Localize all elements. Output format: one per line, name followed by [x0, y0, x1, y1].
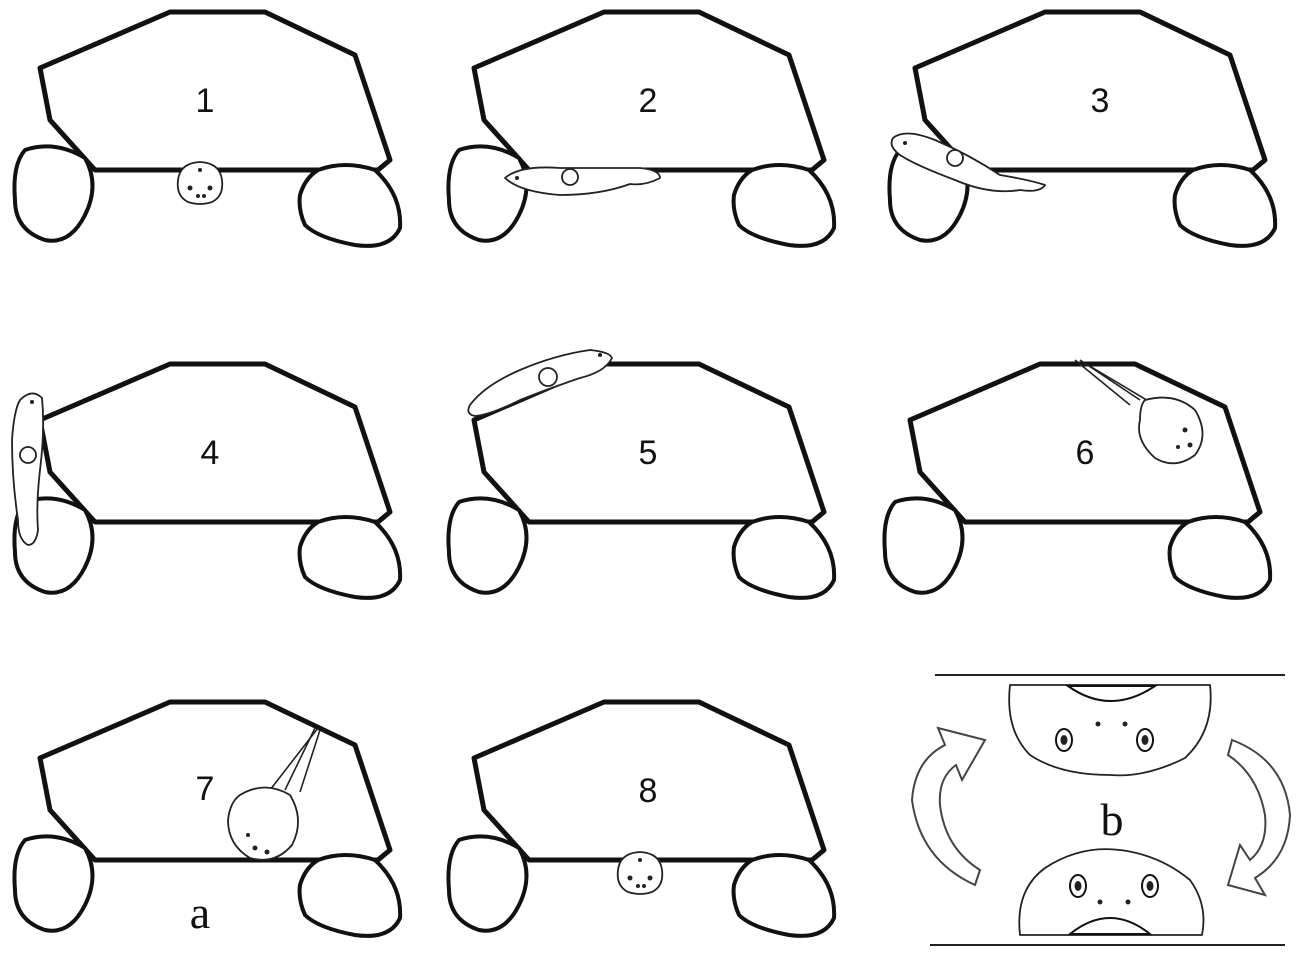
head-upside-down — [1009, 685, 1211, 775]
frame-4: 4 — [12, 364, 400, 598]
panel-b: b — [912, 675, 1290, 945]
fish-head-front-view — [618, 852, 663, 894]
frame-1: 1 — [14, 12, 400, 246]
frame-number-7: 7 — [196, 770, 215, 808]
head-upright — [1019, 849, 1203, 935]
panel-label-b: b — [1101, 794, 1124, 845]
frame-number-8: 8 — [639, 772, 658, 810]
frame-number-2: 2 — [639, 82, 658, 120]
frame-number-3: 3 — [1091, 82, 1110, 120]
panel-label-a: a — [190, 887, 210, 938]
frame-2: 2 — [448, 12, 834, 246]
fish-head-front-view — [178, 162, 223, 204]
frame-6: 6 — [884, 360, 1270, 598]
frame-number-4: 4 — [201, 434, 220, 472]
frame-number-6: 6 — [1076, 434, 1095, 472]
frame-5: 5 — [448, 350, 834, 598]
curved-arrow-up-icon — [912, 728, 985, 885]
frame-number-5: 5 — [639, 434, 658, 472]
frame-3: 3 — [889, 12, 1275, 246]
frame-8: 8 — [448, 702, 834, 936]
curved-arrow-down-icon — [1228, 740, 1290, 895]
frame-number-1: 1 — [196, 82, 215, 120]
